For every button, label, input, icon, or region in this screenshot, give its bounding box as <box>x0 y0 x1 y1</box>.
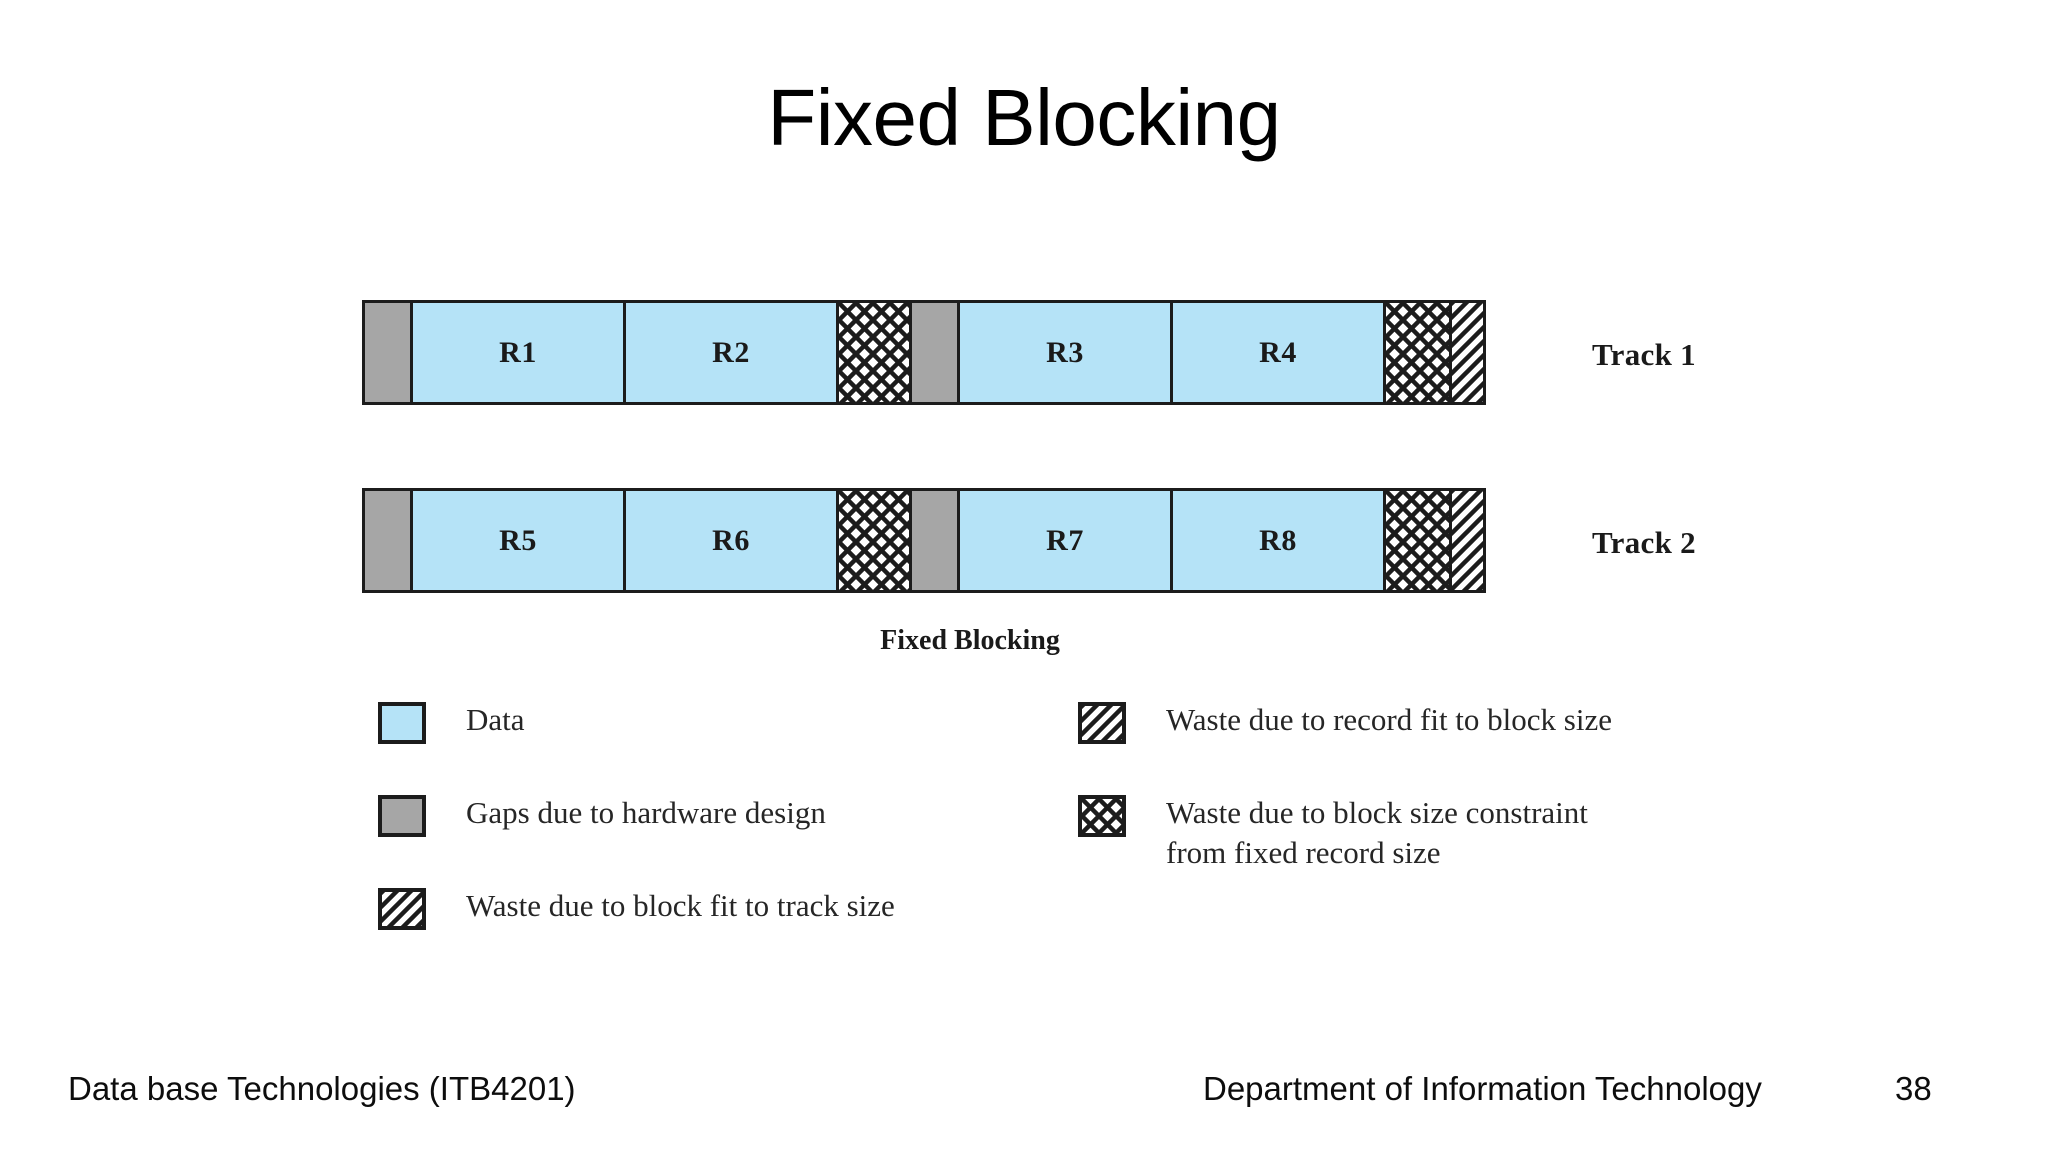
footer-department-label: Department of Information Technology <box>1203 1070 1762 1107</box>
block-size-waste-segment <box>839 491 912 590</box>
block-size-waste-segment <box>1386 491 1452 590</box>
legend-swatch-gap-icon <box>378 795 426 837</box>
hardware-gap-segment <box>365 303 413 402</box>
legend-item: Waste due to block fit to track size <box>378 886 895 930</box>
track-bar-2: R5 R6 R7 R8 <box>362 488 1486 593</box>
legend-label: Waste due to block size constraint from … <box>1166 795 1588 870</box>
footer-course-label: Data base Technologies (ITB4201) <box>68 1070 576 1107</box>
footer-page-number: 38 <box>1895 1070 1932 1107</box>
record-block-r2: R2 <box>626 303 839 402</box>
track-1-label: Track 1 <box>1592 337 1696 372</box>
record-block-label: R3 <box>1046 335 1084 369</box>
record-block-label: R7 <box>1046 523 1084 557</box>
legend-label: Waste due to record fit to block size <box>1166 702 1612 737</box>
legend-label: Gaps due to hardware design <box>466 795 826 830</box>
record-block-r3: R3 <box>960 303 1173 402</box>
record-block-label: R1 <box>499 335 537 369</box>
legend-label: Data <box>466 702 525 737</box>
record-block-r1: R1 <box>413 303 626 402</box>
hardware-gap-segment <box>912 491 960 590</box>
track-fit-waste-segment <box>1452 491 1483 590</box>
page-title: Fixed Blocking <box>767 73 1281 162</box>
track-row-2: R5 R6 R7 R8 <box>362 488 1486 593</box>
figure-caption: Fixed Blocking <box>880 625 1060 656</box>
record-block-r4: R4 <box>1173 303 1386 402</box>
legend-swatch-hatch-icon <box>378 888 426 930</box>
legend-item: Data <box>378 700 895 744</box>
track-bar-1: R1 R2 R3 R4 <box>362 300 1486 405</box>
track-2-label: Track 2 <box>1592 525 1696 560</box>
block-size-waste-segment <box>1386 303 1452 402</box>
legend-item: Gaps due to hardware design <box>378 793 895 837</box>
record-block-label: R8 <box>1259 523 1297 557</box>
track-fit-waste-segment <box>1452 303 1483 402</box>
track-row-1: R1 R2 R3 R4 <box>362 300 1486 405</box>
record-block-label: R2 <box>712 335 750 369</box>
record-block-label: R6 <box>712 523 750 557</box>
legend-swatch-hatch-icon <box>1078 702 1126 744</box>
record-block-r7: R7 <box>960 491 1173 590</box>
record-block-label: R4 <box>1259 335 1297 369</box>
hardware-gap-segment <box>912 303 960 402</box>
record-block-r8: R8 <box>1173 491 1386 590</box>
legend-swatch-cross-icon <box>1078 795 1126 837</box>
record-block-r6: R6 <box>626 491 839 590</box>
legend-swatch-data-icon <box>378 702 426 744</box>
record-block-label: R5 <box>499 523 537 557</box>
legend-item: Waste due to block size constraint from … <box>1078 793 1612 873</box>
hardware-gap-segment <box>365 491 413 590</box>
legend-label: Waste due to block fit to track size <box>466 888 895 923</box>
record-block-r5: R5 <box>413 491 626 590</box>
block-size-waste-segment <box>839 303 912 402</box>
legend-item: Waste due to record fit to block size <box>1078 700 1612 744</box>
